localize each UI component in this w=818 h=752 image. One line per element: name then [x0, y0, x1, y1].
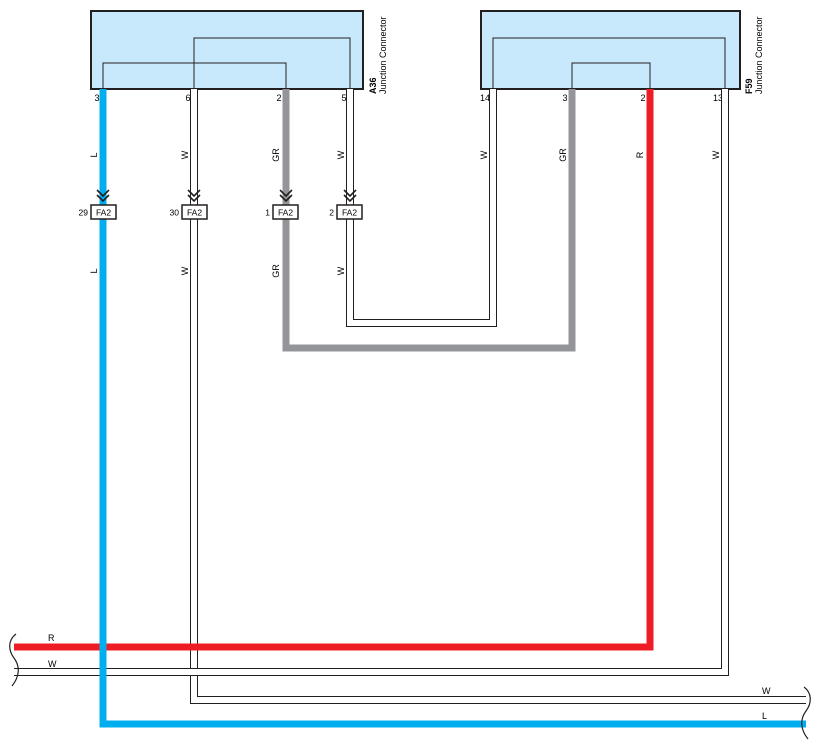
wire-w-a36-5-to-f59-14: [347, 89, 496, 326]
bus-label-right-l: L: [762, 711, 767, 721]
connector-f59-id: F59: [744, 78, 754, 94]
continuation-bracket-right: [801, 686, 811, 740]
continuation-bracket-left: [9, 633, 19, 687]
chevron-down-icon: [279, 189, 293, 203]
a36-pin-1: 3: [94, 93, 99, 103]
chevron-down-icon: [96, 189, 110, 203]
connector-arrows: [96, 189, 357, 203]
junction-fa2-pin-3: 1: [265, 208, 270, 218]
junction-fa2-group: FA2 29 FA2 30 FA2 1 FA2 2: [79, 204, 363, 220]
junction-fa2-label-1: FA2: [96, 208, 111, 218]
f59-pin-3: 2: [640, 93, 645, 103]
junction-fa2-label-4: FA2: [342, 208, 357, 218]
wire-label-a36-lower-4: W: [336, 266, 346, 275]
f59-pin-1: 14: [480, 93, 490, 103]
f59-internal-link-14-13: [492, 37, 726, 89]
junction-fa2-box-1: [90, 204, 117, 220]
wire-w-f59-13-outline: [14, 89, 729, 676]
wire-label-f59-upper-2: GR: [558, 148, 568, 162]
a36-pin-3: 2: [276, 93, 281, 103]
f59-internal-link-3-2: [571, 62, 651, 89]
connector-f59: 14 3 2 13 F59 Junction Connector: [480, 10, 764, 103]
junction-fa2-label-2: FA2: [187, 208, 202, 218]
white-wires: [14, 89, 806, 704]
a36-pin-4: 5: [341, 93, 346, 103]
wire-labels: L W GR W L W GR W W GR R W: [89, 148, 721, 278]
chevron-down-icon: [343, 189, 357, 203]
junction-fa2-box-4: [336, 204, 363, 220]
connector-a36-id: A36: [368, 77, 378, 94]
f59-pin-4: 13: [713, 93, 723, 103]
chevron-down-icon: [187, 189, 201, 203]
wire-w-a36-5-outline: [346, 89, 497, 327]
wire-label-a36-upper-1: L: [89, 152, 99, 157]
junction-fa2-box-3: [272, 204, 299, 220]
connector-a36: 3 6 2 5 A36 Junction Connector: [90, 10, 388, 103]
wire-r-f59-2: [14, 89, 654, 651]
wire-l-a36-3: [99, 89, 806, 728]
connector-f59-name: Junction Connector: [754, 16, 764, 94]
wire-label-a36-lower-1: L: [89, 268, 99, 273]
connector-a36-name: Junction Connector: [378, 16, 388, 94]
junction-fa2-pin-2: 30: [170, 208, 180, 218]
wire-label-f59-upper-3: R: [635, 151, 645, 158]
a36-internal-link-6-5: [193, 37, 351, 89]
junction-fa2-box-2: [181, 204, 208, 220]
junction-fa2-pin-4: 2: [329, 208, 334, 218]
wire-gr-a36-2-to-f59-3: [282, 89, 576, 352]
wire-w-a36-6: [191, 89, 806, 703]
bus-label-left-r: R: [48, 633, 55, 643]
connector-f59-box: [480, 10, 741, 90]
bus-label-right-w: W: [762, 686, 771, 696]
wire-label-a36-upper-3: GR: [271, 148, 281, 162]
wire-label-a36-upper-4: W: [336, 150, 346, 159]
junction-fa2-pin-1: 29: [79, 208, 89, 218]
junction-fa2-label-3: FA2: [278, 208, 293, 218]
wire-w-f59-13: [14, 89, 728, 675]
bus-label-left-w: W: [48, 659, 57, 669]
wire-label-f59-upper-1: W: [479, 150, 489, 159]
wire-label-a36-lower-3: GR: [271, 264, 281, 278]
wire-label-a36-upper-2: W: [180, 150, 190, 159]
f59-pin-2: 3: [562, 93, 567, 103]
connector-a36-box: [90, 10, 364, 90]
a36-pin-2: 6: [185, 93, 190, 103]
wire-label-f59-upper-4: W: [711, 150, 721, 159]
wire-label-a36-lower-2: W: [180, 266, 190, 275]
